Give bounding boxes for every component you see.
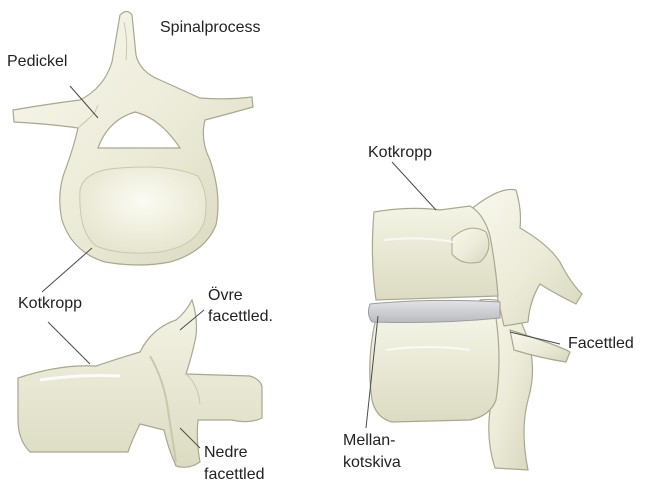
label-nedre-line1: Nedre bbox=[204, 443, 248, 463]
label-pedickel: Pedickel bbox=[7, 52, 67, 72]
leader-kotkropp-side bbox=[48, 322, 90, 364]
label-mellan-line2: kotskiva bbox=[343, 453, 401, 473]
lateral-view-segment bbox=[368, 189, 582, 470]
top-view-vertebra bbox=[13, 12, 253, 266]
leader-kotkropp-lateral bbox=[392, 162, 436, 210]
label-ovre-line1: Övre bbox=[208, 286, 243, 306]
leader-kotkropp-top bbox=[42, 248, 92, 292]
label-nedre-line2: facettled bbox=[204, 465, 264, 485]
label-kotkropp-top: Kotkropp bbox=[18, 294, 82, 314]
label-spinalprocess: Spinalprocess bbox=[160, 18, 261, 38]
label-mellan-line1: Mellan- bbox=[343, 431, 395, 451]
label-ovre-line2: facettled. bbox=[208, 307, 273, 327]
label-facettled: Facettled bbox=[568, 334, 634, 354]
label-kotkropp-lateral: Kotkropp bbox=[368, 143, 432, 163]
